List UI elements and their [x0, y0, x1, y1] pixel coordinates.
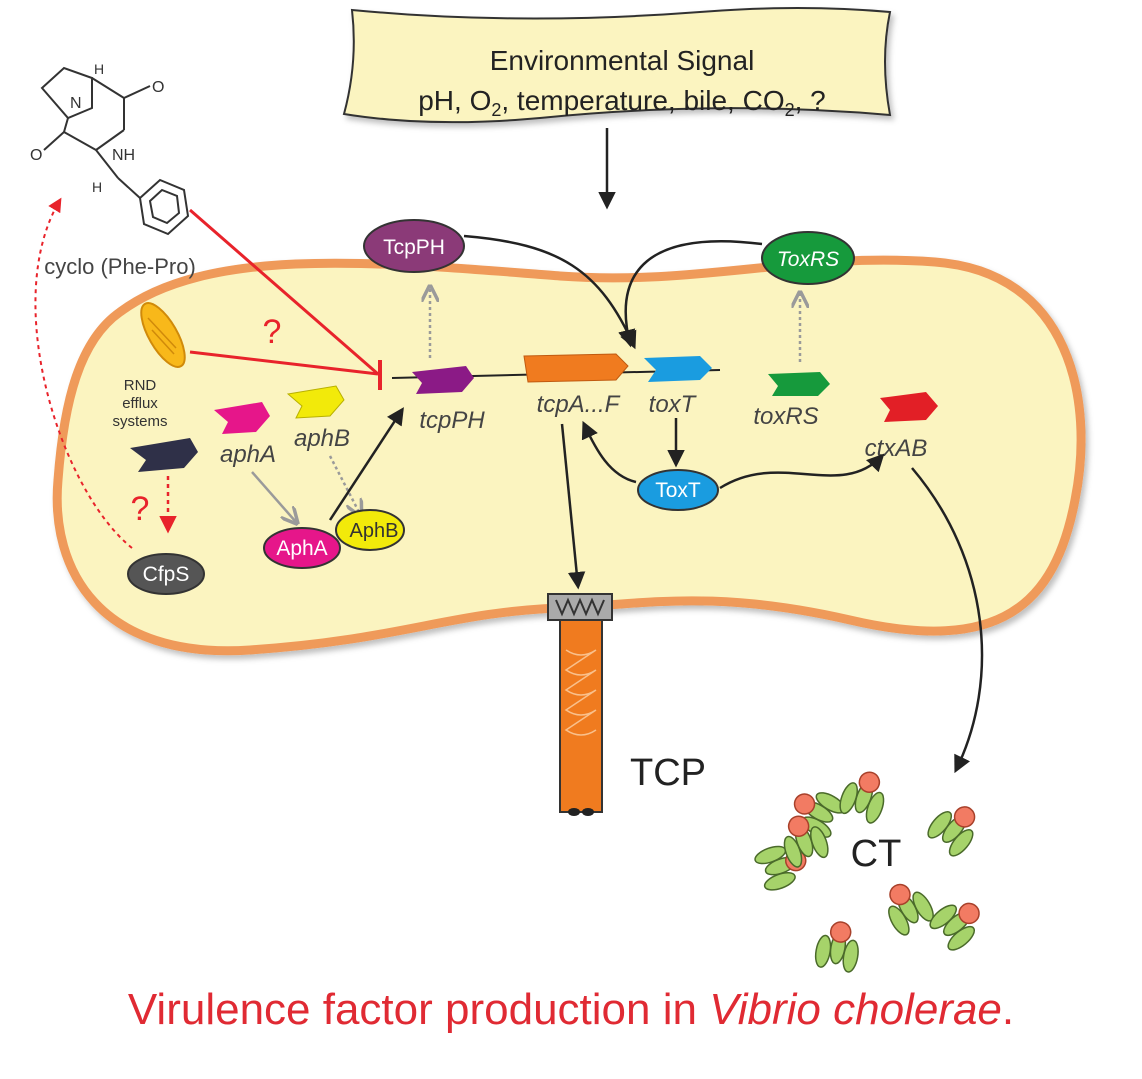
- environmental-signal-banner: Environmental Signal pH, O2, temperature…: [342, 7, 892, 124]
- atom-o2: O: [30, 147, 42, 164]
- aphb-translation-arrow: [328, 455, 360, 514]
- ct-label: CT: [851, 833, 902, 875]
- question-mark-cfps: ?: [131, 490, 150, 528]
- rnd-inhibition-line: [189, 350, 379, 376]
- toxt-to-tcpa-arrow: [581, 420, 637, 484]
- tcpa-gene-label: tcpA...F: [537, 391, 621, 418]
- ctxab-gene-arrow: [880, 392, 938, 422]
- cholera-toxin-molecule: [814, 921, 859, 973]
- cholera-toxin-cluster: [754, 771, 980, 973]
- atom-h1: H: [94, 61, 104, 77]
- signal-title: Environmental Signal: [490, 45, 755, 76]
- aph-activation-arrow: [328, 407, 404, 521]
- molecule-name: cyclo (Phe-Pro): [44, 254, 196, 279]
- tcp-label: TCP: [630, 752, 706, 794]
- atom-o1: O: [152, 79, 164, 96]
- cholera-toxin-molecule: [927, 806, 976, 857]
- apha-gene-label: aphA: [220, 441, 276, 468]
- question-mark-rnd: ?: [263, 313, 282, 351]
- toxt-label: ToxT: [655, 479, 701, 502]
- signal-conditions: pH, O2, temperature, bile, CO2, ?: [418, 85, 826, 120]
- cfps-protein: [127, 553, 205, 595]
- tcpa-gene-arrow: [523, 353, 629, 383]
- toxt-to-ctxab-arrow: [719, 453, 885, 490]
- tcpph-gene-label: tcpPH: [419, 407, 485, 434]
- tcpph-protein: [363, 219, 465, 273]
- rnd-efflux-pump-icon: [140, 302, 186, 368]
- cyclo-phe-pro-molecule: [40, 66, 190, 236]
- apha-label: AphA: [276, 537, 327, 560]
- aphb-gene-label: aphB: [294, 425, 350, 452]
- cfps-gene-arrow: [130, 438, 198, 472]
- aphb-gene-arrow: [286, 385, 345, 419]
- apha-gene-arrow: [214, 402, 270, 434]
- tcpph-label: TcpPH: [383, 236, 445, 259]
- tcp-pilus: [547, 593, 613, 816]
- toxrs-label: ToxRS: [777, 248, 839, 271]
- cfps-label: CfpS: [143, 563, 190, 586]
- ctxab-to-ct-arrow: [911, 467, 984, 774]
- cell-body: [52, 255, 1086, 656]
- toxt-protein: [637, 469, 719, 511]
- tcpph-gene-arrow: [412, 366, 474, 394]
- aphb-label: AphB: [350, 520, 399, 542]
- molecule-inhibition-line: [189, 208, 379, 376]
- aphb-protein: [335, 509, 405, 551]
- tcpa-to-pilus-arrow: [560, 423, 586, 590]
- caption-species: Vibrio cholerae: [709, 985, 1002, 1034]
- atom-n: N: [70, 95, 82, 112]
- atom-h2: H: [92, 179, 102, 195]
- caption-text: Virulence factor production in: [127, 985, 710, 1034]
- figure-caption: Virulence factor production in Vibrio ch…: [0, 985, 1142, 1035]
- apha-protein: [263, 527, 341, 569]
- cholera-toxin-molecule: [839, 771, 885, 824]
- rnd-label-line1: RND: [124, 377, 157, 394]
- cholera-toxin-molecule: [888, 883, 934, 936]
- toxrs-activation-arrow: [618, 239, 763, 348]
- rnd-label-line2: efflux: [122, 395, 158, 412]
- caption-period: .: [1001, 985, 1015, 1034]
- export-dotted-arrow: [34, 197, 133, 549]
- ctxab-gene-label: ctxAB: [865, 435, 928, 462]
- toxt-gene-arrow: [644, 356, 712, 382]
- toxrs-protein: [761, 231, 855, 285]
- toxrs-gene-label: toxRS: [753, 403, 818, 430]
- toxt-gene-label: toxT: [649, 391, 698, 418]
- cholera-toxin-molecule: [929, 902, 980, 951]
- atom-nh: NH: [112, 147, 135, 164]
- cholera-toxin-molecule: [783, 815, 829, 868]
- rnd-label-line3: systems: [112, 413, 167, 430]
- apha-translation-arrow: [251, 471, 296, 522]
- tcpph-activation-arrow: [463, 234, 637, 350]
- toxrs-gene-arrow: [768, 372, 830, 396]
